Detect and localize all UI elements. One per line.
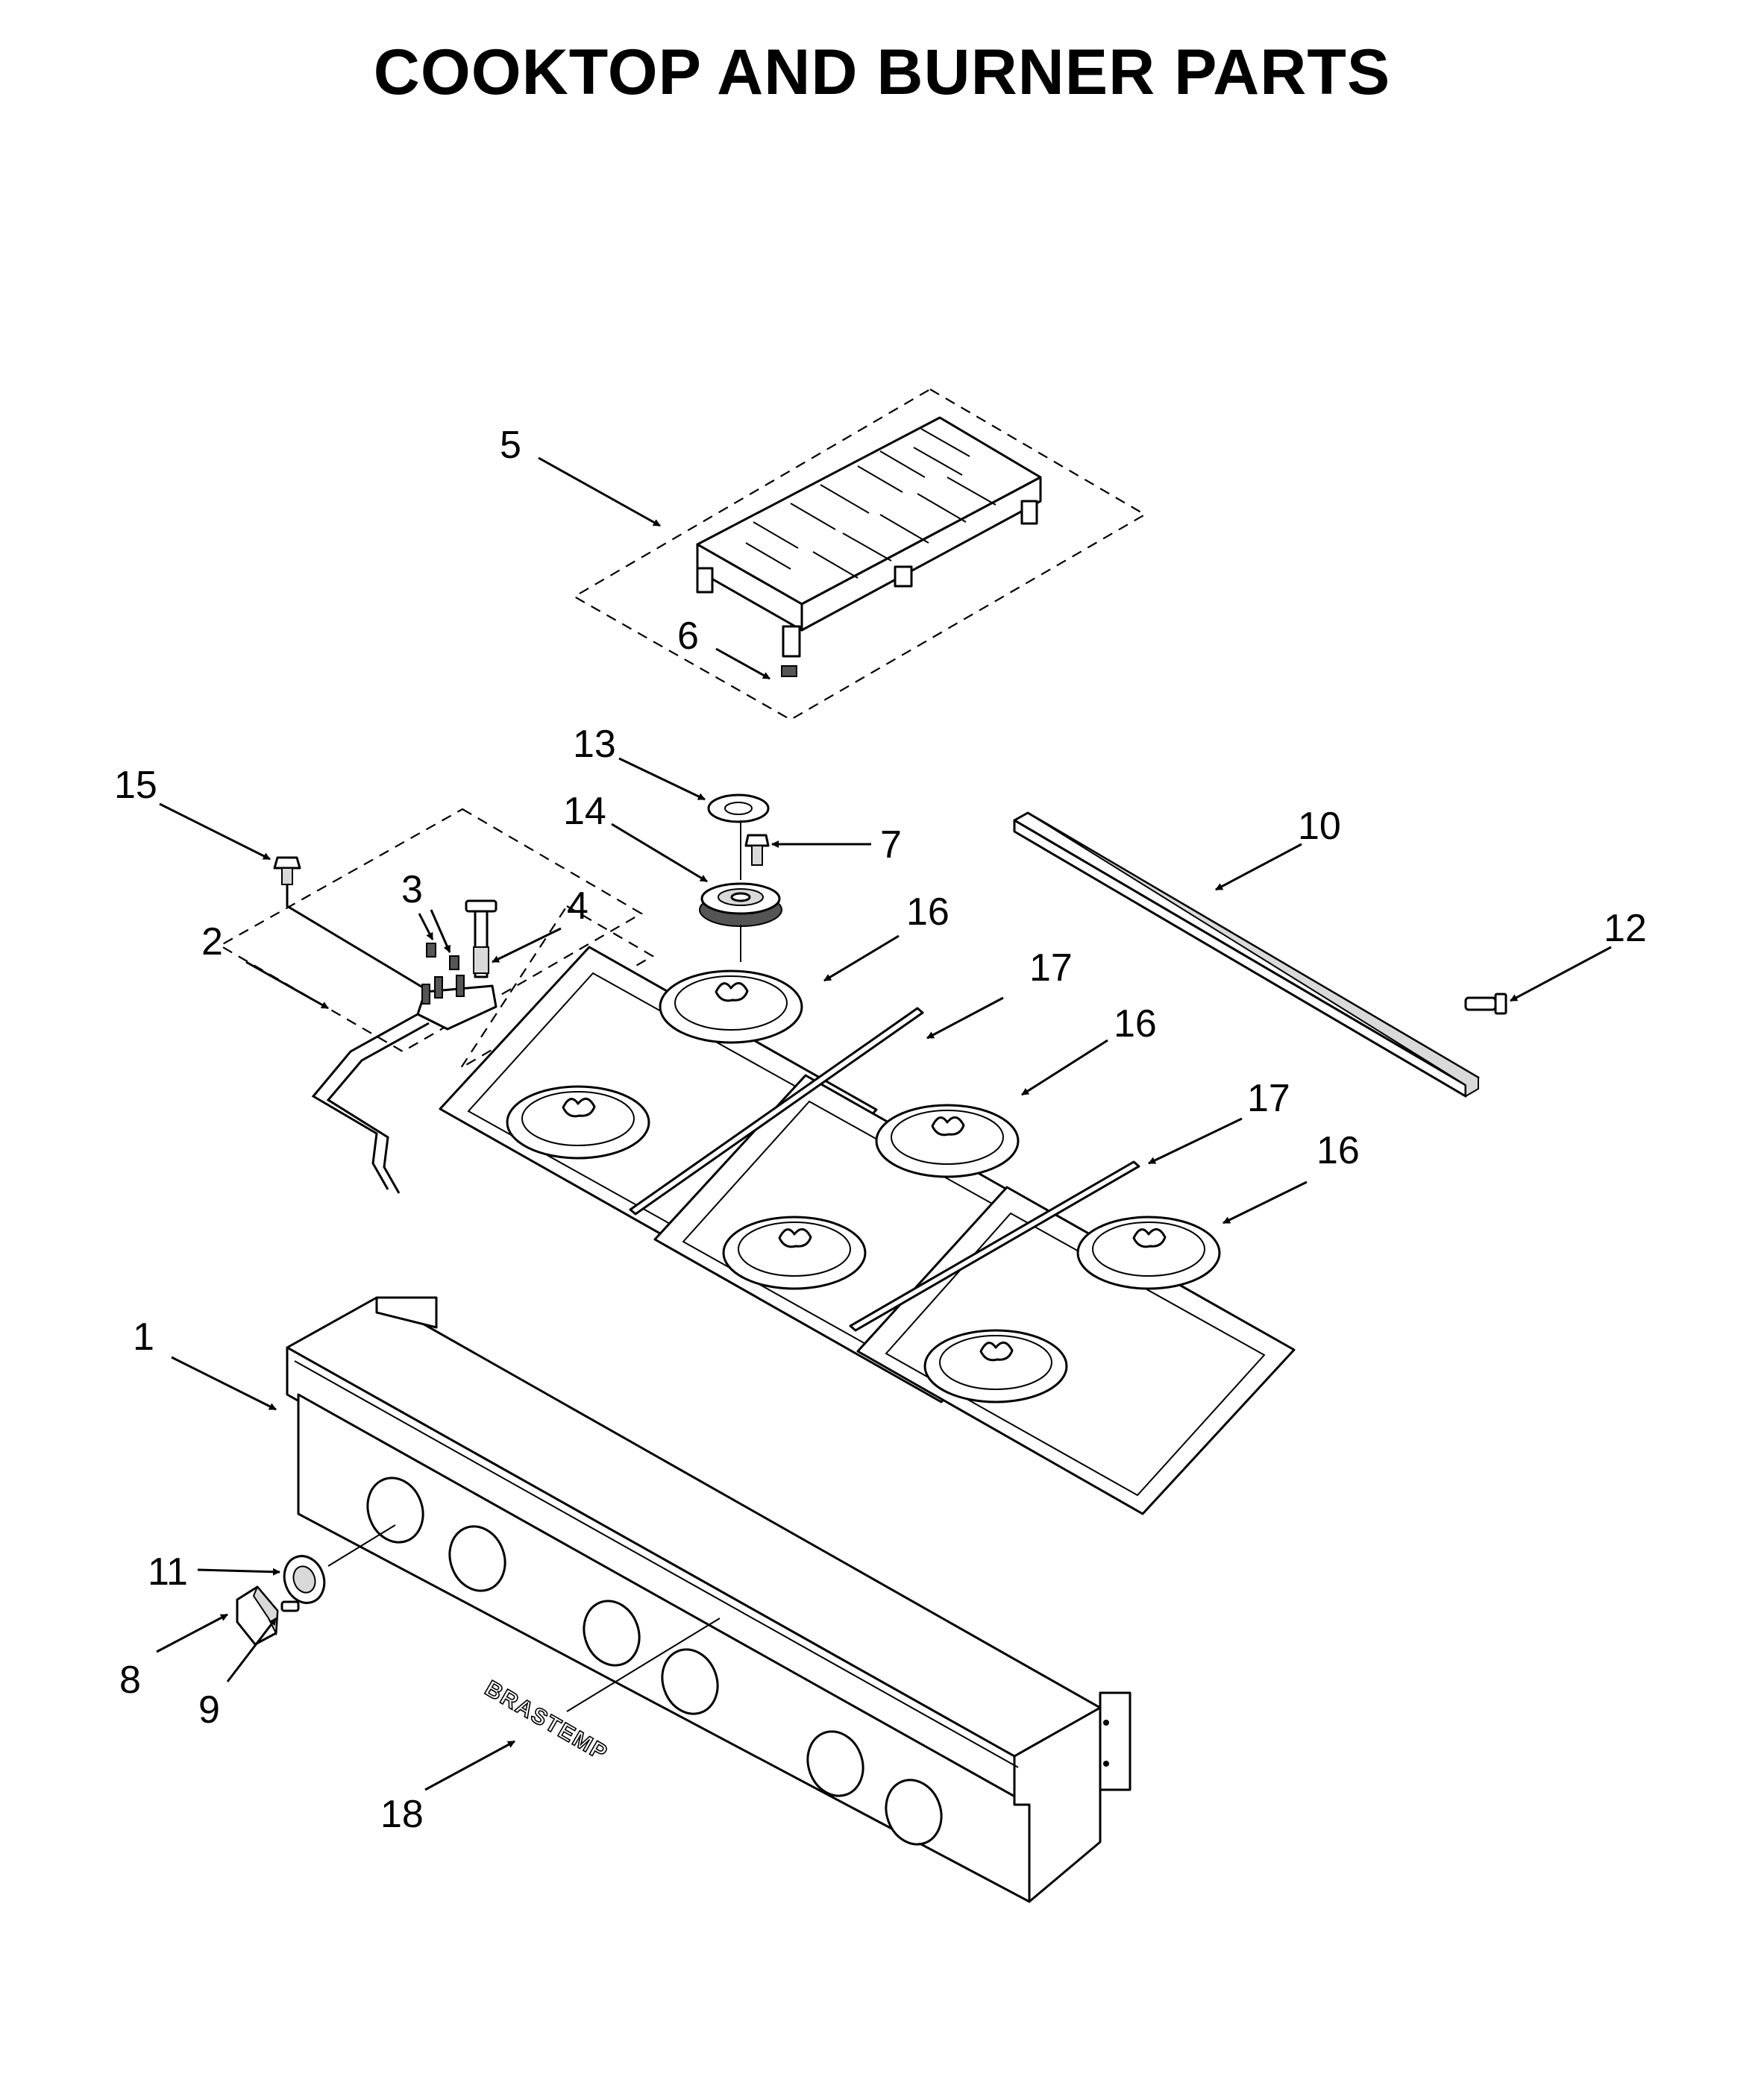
grate-part-5[interactable] xyxy=(572,388,1147,721)
callout-16a: 16 xyxy=(906,890,950,934)
logo-badge-part-18[interactable]: BRASTEMP xyxy=(480,1676,613,1767)
callout-14: 14 xyxy=(563,790,606,833)
callout-6: 6 xyxy=(677,614,699,658)
bolt-part-15[interactable] xyxy=(273,856,301,885)
knob-part-8[interactable] xyxy=(236,1585,279,1646)
callout-9: 9 xyxy=(198,1688,220,1732)
callout-11: 11 xyxy=(148,1550,188,1594)
callout-2: 2 xyxy=(201,920,223,963)
screw-part-9[interactable] xyxy=(280,1600,300,1612)
burner-cap-part-13[interactable] xyxy=(707,793,770,823)
callout-16b: 16 xyxy=(1114,1002,1157,1046)
svg-text:BRASTEMP: BRASTEMP xyxy=(481,1676,612,1766)
knob-holes xyxy=(366,1477,943,1846)
callout-5: 5 xyxy=(500,424,521,467)
burner-pan-part-16c[interactable] xyxy=(856,1186,1296,1515)
strip-part-17a[interactable] xyxy=(629,1007,924,1216)
page-title: COOKTOP AND BURNER PARTS xyxy=(373,37,1391,108)
bezel-part-11[interactable] xyxy=(278,1550,331,1609)
leader-lines xyxy=(156,456,1612,1791)
callout-1: 1 xyxy=(133,1315,154,1359)
callout-3: 3 xyxy=(401,868,423,911)
trim-rail-part-10[interactable] xyxy=(1013,811,1480,1098)
callout-8: 8 xyxy=(119,1659,141,1702)
callout-16c: 16 xyxy=(1316,1129,1360,1172)
callout-17a: 17 xyxy=(1029,946,1073,990)
strip-part-17b[interactable] xyxy=(849,1160,1140,1332)
callout-15: 15 xyxy=(114,764,157,807)
callout-18: 18 xyxy=(380,1793,424,1836)
callout-7: 7 xyxy=(880,823,902,867)
screw-part-12[interactable] xyxy=(1464,993,1507,1015)
burner-head-part-14[interactable] xyxy=(699,882,782,927)
callout-17b: 17 xyxy=(1247,1077,1290,1120)
control-panel-part-1[interactable] xyxy=(286,1296,1131,1903)
screw-part-7[interactable] xyxy=(744,834,770,866)
screw-part-3[interactable] xyxy=(426,943,459,970)
electrode-part-4[interactable] xyxy=(465,899,498,978)
callout-labels: 5 6 13 14 7 15 3 4 2 16 17 16 17 16 10 1… xyxy=(114,424,1647,1836)
callout-12: 12 xyxy=(1604,907,1647,950)
callout-13: 13 xyxy=(573,723,616,766)
callout-4: 4 xyxy=(567,884,588,928)
callout-10: 10 xyxy=(1298,805,1341,848)
